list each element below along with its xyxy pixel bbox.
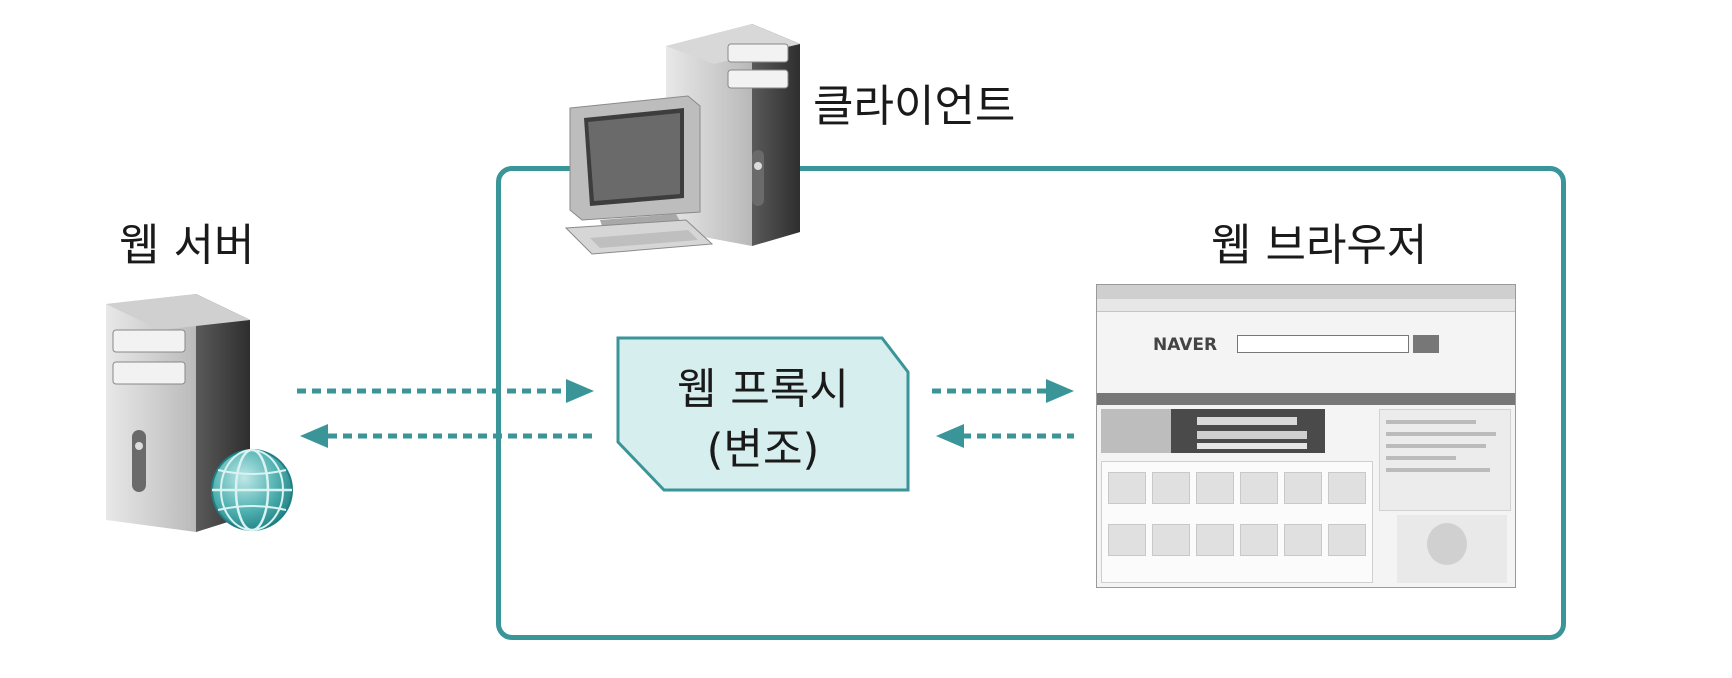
web-server-label: 웹 서버 [119,220,255,271]
browser-ad-image [1397,515,1507,583]
browser-banner [1101,409,1325,453]
browser-search-button [1413,335,1439,353]
response-arrow-proxy-to-server [300,424,596,448]
request-arrow-proxy-to-browser [932,379,1074,403]
client-boundary-box [496,166,1566,640]
client-computer-icon [564,24,800,255]
web-browser-screenshot: NAVER [1096,284,1516,588]
web-proxy-subtitle: (변조) [706,425,820,475]
naver-logo: NAVER [1153,335,1218,355]
browser-title-bar [1097,285,1515,299]
web-proxy-label: 웹 프록시 (변조) [618,360,908,480]
web-proxy-title: 웹 프록시 [677,365,849,415]
globe-icon [211,448,293,532]
browser-nav-bar [1097,393,1515,405]
web-browser-label: 웹 브라우저 [1211,220,1428,271]
client-label: 클라이언트 [813,81,1016,132]
response-arrow-browser-to-proxy [936,424,1074,448]
request-arrow-server-to-proxy [297,379,594,403]
browser-search-box [1237,335,1409,353]
browser-side-panel [1379,409,1511,511]
browser-content-grid [1101,461,1373,583]
banner-photo [1101,409,1171,453]
web-proxy-node [616,336,910,492]
browser-toolbar [1097,299,1515,312]
